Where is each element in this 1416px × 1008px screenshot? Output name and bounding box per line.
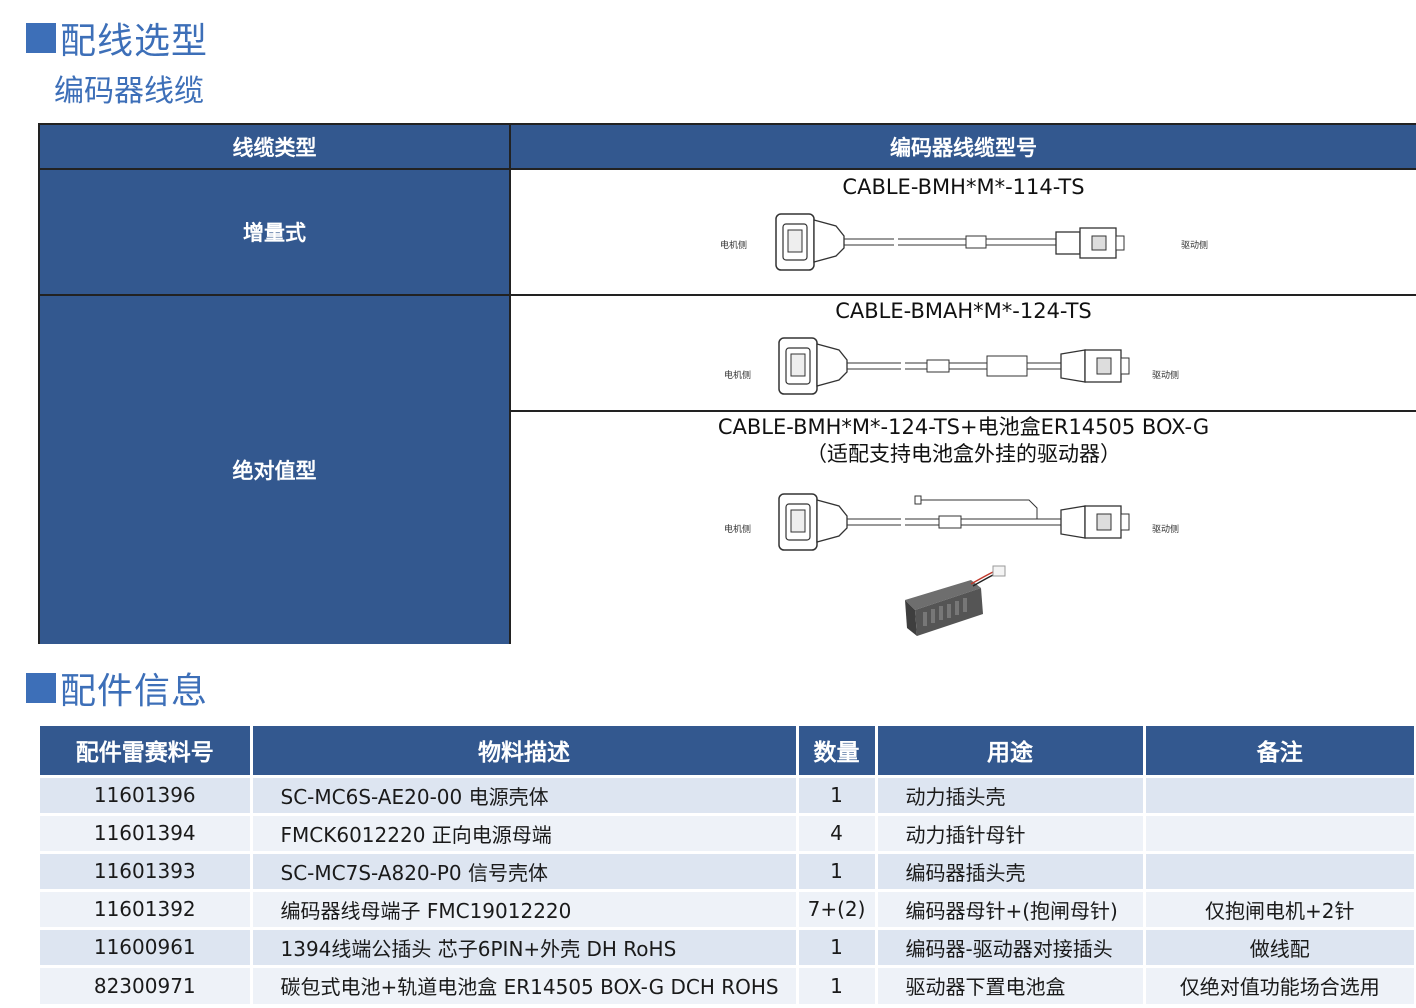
cable-selection-table: 线缆类型 编码器线缆型号 增量式 CABLE-BMH*M*-114-TS 电机侧… (38, 123, 1416, 644)
section-title-parts: 配件信息 (26, 662, 208, 714)
cable-drawing-absolute-a (778, 337, 1130, 395)
motor-side-label: 电机侧 (720, 241, 748, 251)
section-marker-icon (26, 673, 56, 703)
header-quantity: 数量 (797, 726, 878, 776)
part-number: 11601393 (40, 850, 253, 890)
header-description: 物料描述 (251, 726, 799, 776)
table-divider (40, 168, 1416, 170)
header-usage: 用途 (876, 726, 1146, 776)
section-title-wiring: 配线选型 (26, 12, 208, 64)
part-description: 1394线端公插头 芯子6PIN+外壳 DH RoHS (251, 926, 799, 966)
drive-side-label: 驱动侧 (1152, 371, 1180, 381)
part-quantity: 1 (797, 774, 878, 814)
table-divider (511, 410, 1416, 412)
part-usage: 编码器插头壳 (876, 850, 1146, 890)
table-row: 11601394 FMCK6012220 正向电源母端 4 动力插针母针 (40, 812, 1414, 852)
part-usage: 动力插针母针 (876, 812, 1146, 852)
model-absolute-b-note: （适配支持电池盒外挂的驱动器） (806, 442, 1121, 466)
table-row: 11601393 SC-MC7S-A820-P0 信号壳体 1 编码器插头壳 (40, 850, 1414, 890)
part-description: SC-MC6S-AE20-00 电源壳体 (251, 774, 799, 814)
section-subtitle: 编码器线缆 (54, 74, 204, 109)
part-number: 11601396 (40, 774, 253, 814)
part-remark (1144, 850, 1414, 890)
type-incremental: 增量式 (40, 170, 509, 294)
section-title-text: 配件信息 (60, 671, 209, 712)
motor-side-label: 电机侧 (724, 525, 752, 535)
drive-side-label: 驱动侧 (1152, 525, 1180, 535)
part-description: 编码器线母端子 FMC19012220 (251, 888, 799, 928)
part-remark: 做线配 (1144, 926, 1414, 966)
cable-drawing-absolute-b (778, 493, 1130, 551)
part-remark (1144, 774, 1414, 814)
parts-header-row: 配件雷赛料号 物料描述 数量 用途 备注 (40, 726, 1414, 776)
part-usage: 编码器-驱动器对接插头 (876, 926, 1146, 966)
table-row: 11601392 编码器线母端子 FMC19012220 7+(2) 编码器母针… (40, 888, 1414, 928)
part-description: 碳包式电池+轨道电池盒 ER14505 BOX-G DCH ROHS (251, 964, 799, 1004)
model-absolute-a: CABLE-BMAH*M*-124-TS (835, 299, 1092, 323)
model-absolute-b: CABLE-BMH*M*-124-TS+电池盒ER14505 BOX-G (717, 415, 1210, 439)
part-remark: 仅抱闸电机+2针 (1144, 888, 1414, 928)
header-cable-model: 编码器线缆型号 (511, 125, 1416, 168)
section-title-text: 配线选型 (60, 21, 209, 62)
part-remark: 仅绝对值功能场合选用 (1144, 964, 1414, 1004)
part-quantity: 4 (797, 812, 878, 852)
table-row: 11600961 1394线端公插头 芯子6PIN+外壳 DH RoHS 1 编… (40, 926, 1414, 966)
part-quantity: 1 (797, 850, 878, 890)
table-divider (40, 294, 1416, 296)
part-number: 11600961 (40, 926, 253, 966)
part-usage: 驱动器下置电池盒 (876, 964, 1146, 1004)
part-description: FMCK6012220 正向电源母端 (251, 812, 799, 852)
header-part-number: 配件雷赛料号 (40, 726, 253, 776)
drive-side-label: 驱动侧 (1181, 241, 1209, 251)
part-quantity: 7+(2) (797, 888, 878, 928)
part-usage: 动力插头壳 (876, 774, 1146, 814)
table-divider (509, 125, 511, 644)
model-cell-absolute-a: CABLE-BMAH*M*-124-TS 电机侧 驱动侧 (511, 296, 1416, 410)
battery-box-image (905, 565, 1006, 636)
parts-table: 配件雷赛料号 物料描述 数量 用途 备注 11601396 SC-MC6S-AE… (40, 726, 1414, 1004)
model-cell-absolute-b: CABLE-BMH*M*-124-TS+电池盒ER14505 BOX-G （适配… (511, 412, 1416, 644)
part-quantity: 1 (797, 926, 878, 966)
model-incremental: CABLE-BMH*M*-114-TS (842, 175, 1085, 199)
header-cable-type: 线缆类型 (40, 125, 509, 168)
part-description: SC-MC7S-A820-P0 信号壳体 (251, 850, 799, 890)
table-row: 82300971 碳包式电池+轨道电池盒 ER14505 BOX-G DCH R… (40, 964, 1414, 1004)
section-marker-icon (26, 23, 56, 53)
part-remark (1144, 812, 1414, 852)
part-number: 11601392 (40, 888, 253, 928)
table-row: 11601396 SC-MC6S-AE20-00 电源壳体 1 动力插头壳 (40, 774, 1414, 814)
part-number: 11601394 (40, 812, 253, 852)
type-absolute: 绝对值型 (40, 296, 509, 644)
cable-drawing-incremental (775, 213, 1125, 271)
motor-side-label: 电机侧 (724, 371, 752, 381)
part-usage: 编码器母针+(抱闸母针) (876, 888, 1146, 928)
model-cell-incremental: CABLE-BMH*M*-114-TS 电机侧 驱动侧 (511, 170, 1416, 294)
part-number: 82300971 (40, 964, 253, 1004)
header-remark: 备注 (1144, 726, 1414, 776)
part-quantity: 1 (797, 964, 878, 1004)
